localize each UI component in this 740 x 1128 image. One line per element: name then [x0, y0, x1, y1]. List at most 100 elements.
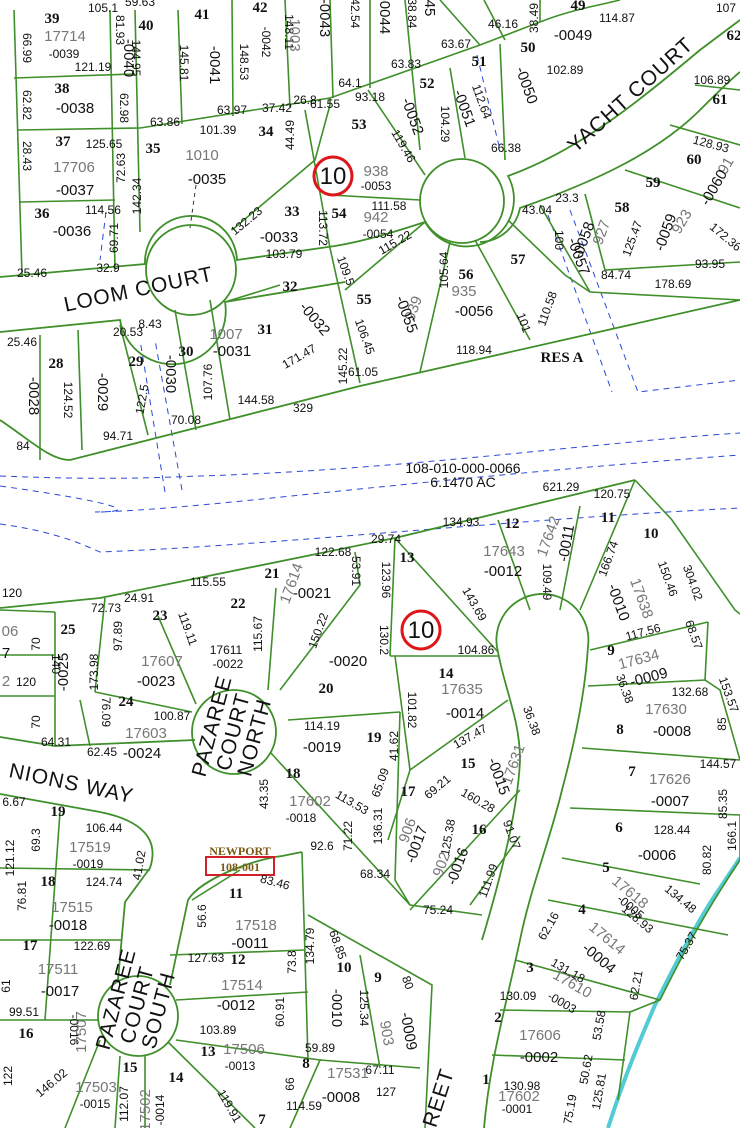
lot-number-238: 17: [401, 784, 417, 800]
plat-number-195: 06: [2, 623, 19, 640]
plat-number-37: 1003: [286, 18, 303, 51]
section-number-2: 10: [408, 617, 435, 644]
plat-number-234: 17602: [289, 793, 331, 810]
dimension-label-11: 28.43: [20, 141, 34, 171]
dimension-label-43: 63.97: [217, 103, 247, 117]
plat-number-185: 17607: [141, 653, 183, 670]
dimension-label-330: 73.8: [285, 950, 299, 974]
parcel-id-183: -0020: [329, 653, 367, 670]
dimension-label-124: 171.47: [280, 341, 319, 372]
dimension-label-258: 85.35: [716, 789, 730, 819]
street-lower-right: REET: [419, 1066, 459, 1128]
dimension-label-241: 136.31: [371, 807, 385, 844]
dimension-label-290: 125.81: [589, 1072, 609, 1111]
newport-box: [205, 856, 275, 876]
dimension-label-318: 112.07: [117, 1086, 131, 1122]
dimension-label-168: 53.91: [349, 556, 363, 586]
plat-number-49: 1010: [185, 147, 218, 164]
parcel-id-50: -0035: [188, 171, 226, 188]
dimension-label-317: -0015: [80, 1097, 111, 1111]
dimension-label-177: 119.11: [175, 610, 200, 648]
dimension-label-149: 134.93: [443, 515, 480, 529]
lot-number-70: 49: [571, 0, 586, 14]
dimension-label-26: 63.86: [150, 115, 180, 129]
dimension-label-8: 62.82: [20, 90, 34, 120]
dimension-label-23: 144.95: [129, 40, 143, 77]
lot-number-344: 13: [201, 1044, 216, 1060]
dimension-label-274: 62.21: [627, 969, 646, 1001]
dimension-label-22: 81.93: [113, 15, 127, 45]
dimension-label-96: 178.69: [655, 277, 692, 291]
dimension-label-136: 8.43: [138, 317, 162, 331]
lot-number-291: 19: [51, 804, 66, 820]
lot-number-188: 25: [61, 622, 76, 638]
dimension-label-57: 38.49: [527, 3, 541, 33]
dimension-label-284: 50.62: [577, 1053, 596, 1085]
dimension-label-55: 63.67: [441, 37, 471, 51]
dimension-label-270: 62.16: [535, 909, 562, 942]
plat-number-331: 17514: [221, 977, 263, 994]
dimension-label-28: 72.63: [114, 153, 128, 183]
dimension-label-73: 107: [716, 1, 736, 15]
lot-number-165: 13: [400, 550, 415, 566]
lot-number-310: 16: [19, 1026, 35, 1042]
dimension-label-320: -0014: [153, 1094, 167, 1125]
newport-code: 108-001: [220, 860, 260, 874]
dimension-label-296: -0019: [73, 857, 104, 871]
lot-number-74: 62: [727, 28, 740, 44]
plat-number-202: 17603: [125, 725, 167, 742]
dimension-label-172: 115.55: [190, 575, 226, 589]
lot-number-176: 23: [153, 608, 168, 624]
dimension-label-201: 76.09: [99, 697, 113, 727]
parcel-id-32: -0041: [206, 46, 223, 84]
lot-number-184: 20: [319, 681, 334, 697]
parcel-id-139: -0029: [94, 373, 111, 411]
plat-number-306: 17511: [38, 961, 79, 978]
plat-number-345: 17506: [223, 1041, 265, 1058]
dimension-label-174: 72.73: [91, 601, 121, 615]
lot-split-line: [189, 184, 197, 229]
lot-number-206: 14: [439, 666, 455, 682]
dimension-label-191: 173.98: [87, 653, 101, 690]
dimension-label-314: 146.02: [33, 1066, 70, 1101]
dimension-label-51: 64.1: [338, 76, 362, 90]
plat-number-111: 942: [363, 209, 388, 226]
main-parcel-id: 108-010-000-0066: [405, 460, 520, 476]
dimension-label-346: -0013: [225, 1059, 256, 1073]
lot-number-269: 4: [578, 902, 586, 918]
parcel-id-220: -0008: [653, 723, 691, 740]
dimension-label-56: 46.16: [488, 17, 518, 31]
dimension-label-304: 122.69: [74, 939, 111, 953]
dimension-label-15: 114.56: [85, 203, 121, 217]
plat-number-316: 17503: [75, 1079, 117, 1096]
dimension-label-324: 83.46: [259, 871, 292, 892]
dimension-label-342: 60.91: [273, 997, 287, 1027]
lot-number-86: 58: [615, 200, 630, 216]
parcel-id-256: -0007: [651, 793, 689, 810]
lot-number-259: 6: [615, 820, 623, 836]
lot-number-81: 59: [646, 175, 661, 191]
lot-number-355: 7: [258, 1112, 266, 1128]
parcel-id-196: 7: [2, 645, 10, 662]
dimension-label-5: 66.99: [20, 33, 34, 63]
dimension-label-48: 44.49: [283, 120, 297, 150]
dimension-label-252: 111.99: [476, 862, 501, 900]
dimension-label-240: 160.28: [459, 785, 498, 816]
street-pazaree-north: PAZAREE COURT NORTH: [188, 673, 276, 779]
dimension-label-120: 103.79: [266, 247, 303, 261]
section-marker-2: 10: [400, 609, 442, 651]
dimension-label-102: 105.64: [437, 251, 451, 288]
parcel-id-307: -0017: [41, 983, 79, 1000]
dimension-label-253: 75.24: [423, 903, 453, 917]
dimension-label-216: 153.57: [716, 675, 740, 715]
lot-number-6: 38: [55, 81, 70, 97]
dimension-label-45: 26.8: [293, 93, 317, 107]
dimension-label-227: 137.47: [451, 721, 490, 752]
dimension-label-157: 109.49: [540, 564, 554, 601]
lot-number-9: 37: [56, 134, 72, 150]
dimension-label-273: 75.37: [673, 929, 700, 962]
dimension-label-138: 122.5: [133, 383, 152, 415]
lot-number-305: 17: [23, 938, 39, 954]
dimension-label-237: 65.09: [369, 766, 393, 799]
